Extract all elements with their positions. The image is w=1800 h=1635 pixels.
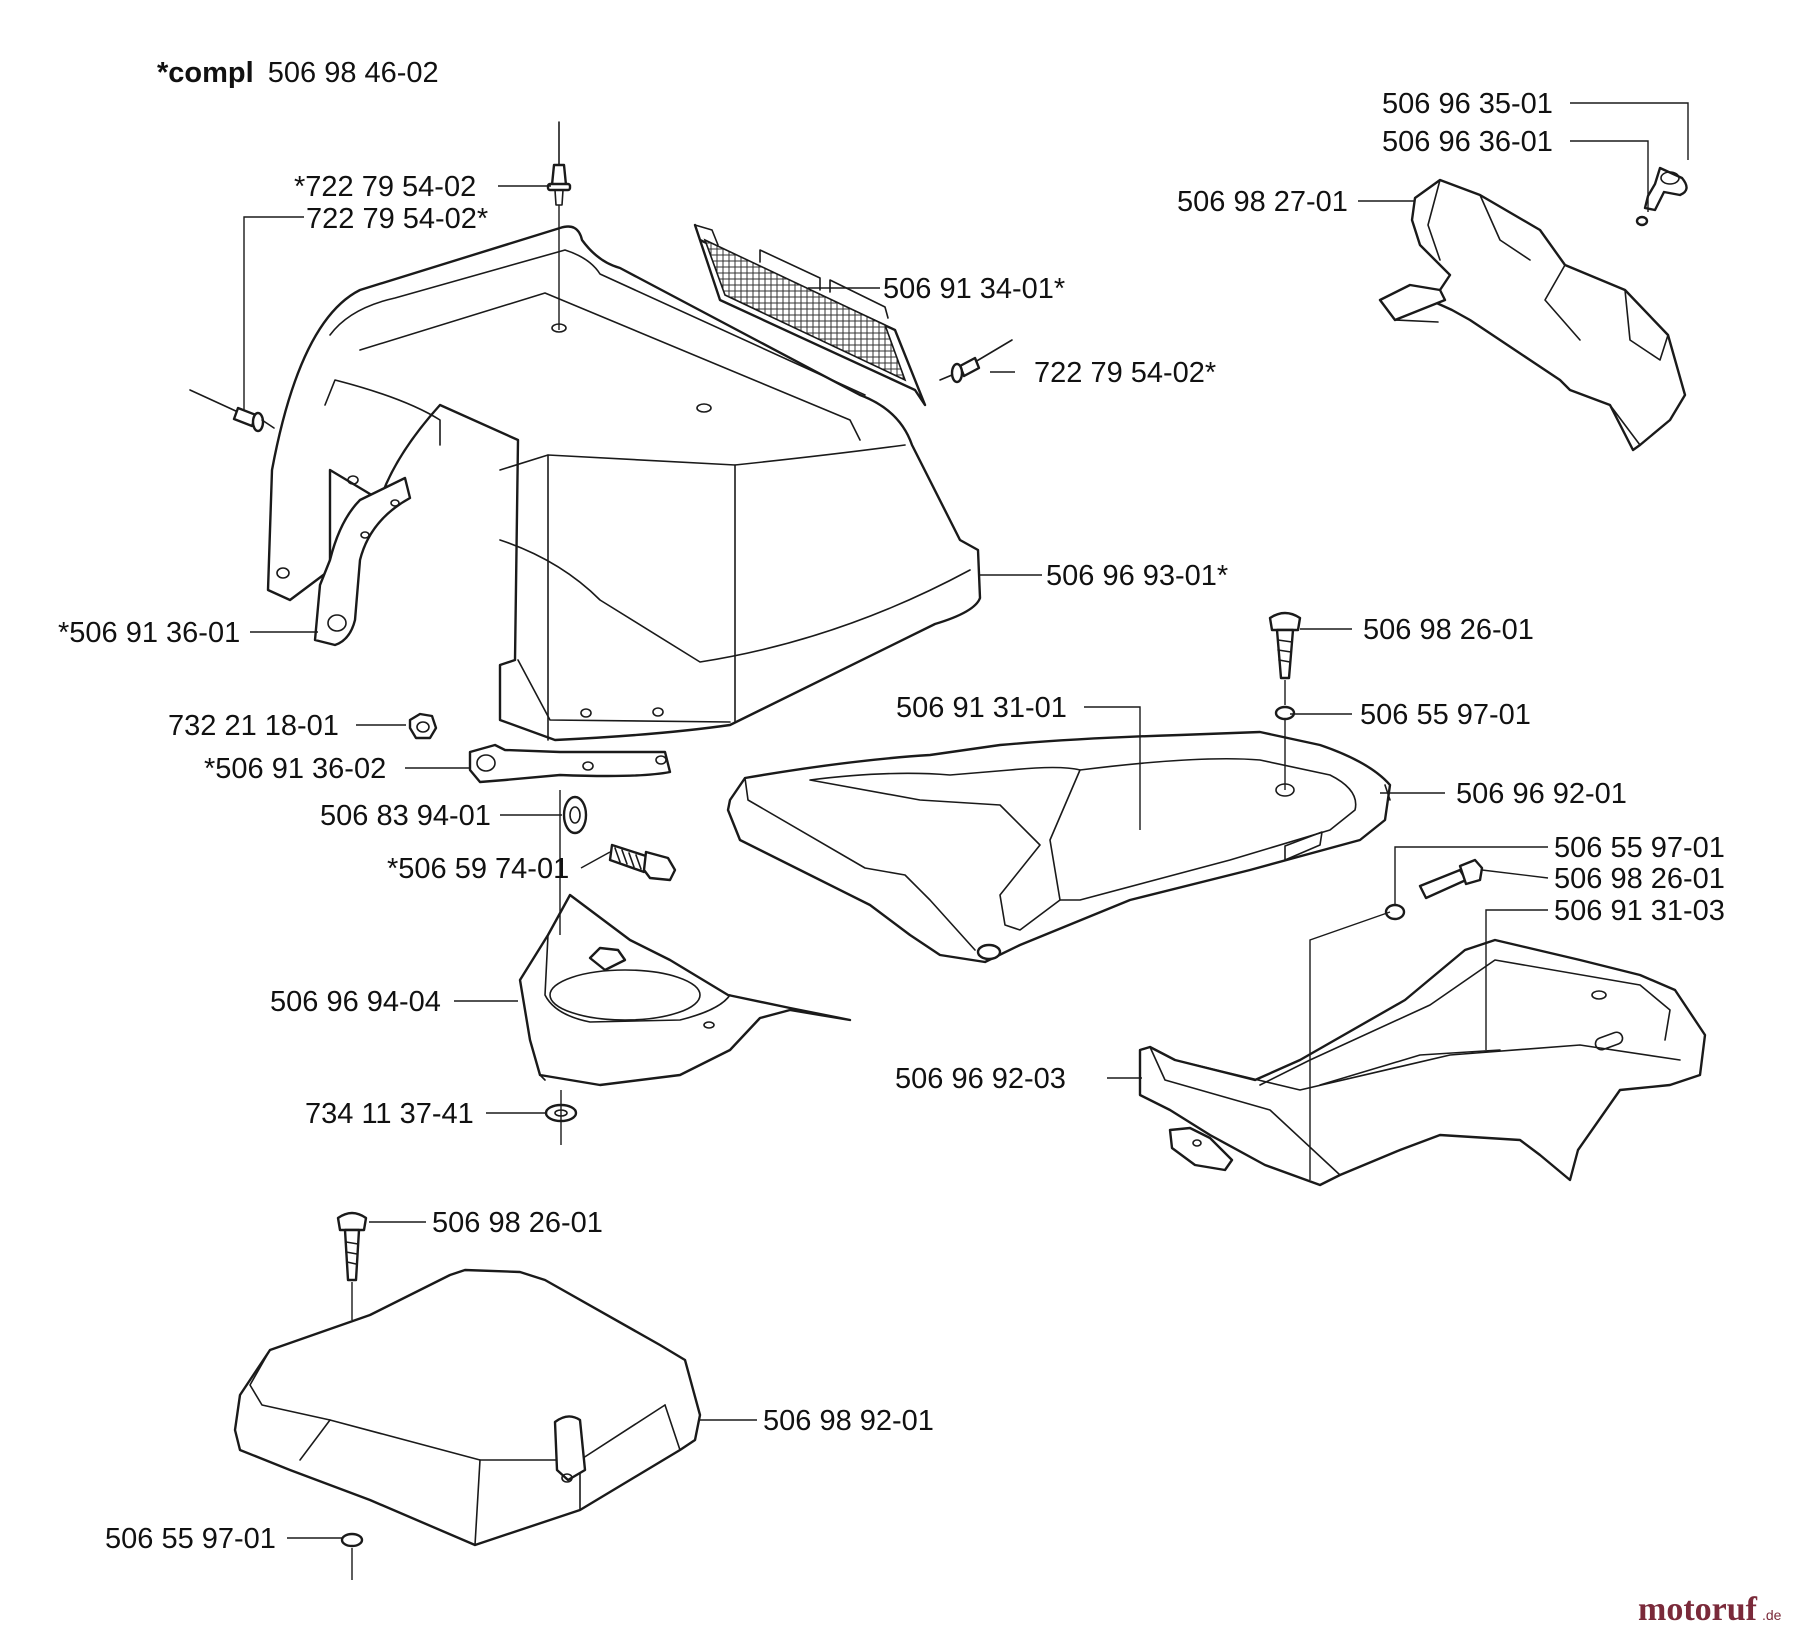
label-506-98-27-01: 506 98 27-01 (1177, 186, 1348, 218)
mount-bracket-part (313, 475, 412, 647)
label-506-96-36-01: 506 96 36-01 (1382, 126, 1553, 158)
label-722-79-54-02-left: 722 79 54-02* (306, 203, 488, 235)
label-506-91-36-02: *506 91 36-02 (204, 753, 386, 785)
label-506-96-35-01: 506 96 35-01 (1382, 88, 1553, 120)
watermark-logo: motoruf .de (1638, 1591, 1782, 1628)
label-506-98-26-01-center: 506 98 26-01 (1363, 614, 1534, 646)
rivet-top (546, 121, 572, 206)
side-panel-part (1378, 178, 1687, 452)
label-506-91-31-01: 506 91 31-01 (896, 692, 1067, 724)
bolt-part (608, 843, 677, 882)
watermark-suffix: .de (1762, 1607, 1782, 1623)
label-506-96-93-01: 506 96 93-01* (1046, 560, 1228, 592)
label-734-11-37-41: 734 11 37-41 (305, 1098, 474, 1130)
grille-part (693, 223, 927, 407)
label-506-91-34-01: 506 91 34-01* (883, 273, 1065, 305)
label-506-98-26-01-right: 506 98 26-01 (1554, 863, 1725, 895)
label-506-55-97-01-bottom: 506 55 97-01 (105, 1523, 276, 1555)
label-732-21-18-01: 732 21 18-01 (168, 710, 339, 742)
knob-part (1635, 166, 1688, 227)
watermark-main: motoruf (1638, 1591, 1758, 1628)
label-506-98-92-01: 506 98 92-01 (763, 1405, 934, 1437)
label-506-91-36-01: *506 91 36-01 (58, 617, 240, 649)
label-506-96-92-01: 506 96 92-01 (1456, 778, 1627, 810)
label-506-55-97-01-right: 506 55 97-01 (1554, 832, 1725, 864)
label-722-79-54-02-top: *722 79 54-02 (294, 171, 476, 203)
label-506-83-94-01: 506 83 94-01 (320, 800, 491, 832)
screw-bottom-part (336, 1211, 368, 1548)
screw-center-part (1268, 611, 1302, 721)
nut-part (408, 712, 438, 740)
compl-title: *compl 506 98 46-02 (157, 57, 439, 89)
part-labels: 506 96 35-01 506 96 36-01 506 98 27-01 *… (58, 88, 1725, 1555)
label-506-91-31-03: 506 91 31-03 (1554, 895, 1725, 927)
label-506-98-26-01-bottom: 506 98 26-01 (432, 1207, 603, 1239)
rivet-right (939, 339, 1013, 384)
hood-part (266, 225, 982, 742)
label-506-96-94-04: 506 96 94-04 (270, 986, 441, 1018)
compl-prefix: *compl (157, 57, 254, 89)
washer-part (562, 795, 588, 835)
bracket-strap-part (468, 743, 672, 784)
rivet-left (189, 389, 275, 433)
label-722-79-54-02-right: 722 79 54-02* (1034, 357, 1216, 389)
compl-number: 506 98 46-02 (268, 57, 439, 89)
front-bucket-part (518, 893, 852, 1087)
label-506-96-92-03: 506 96 92-03 (895, 1063, 1066, 1095)
leader-lines (243, 102, 1689, 1580)
label-506-55-97-01-center: 506 55 97-01 (1360, 699, 1531, 731)
label-506-59-74-01: *506 59 74-01 (387, 853, 569, 885)
screw-right-part (1384, 858, 1484, 921)
rear-tray-part (1138, 938, 1707, 1187)
battery-cover-part (233, 1268, 702, 1547)
seat-pan-part (726, 730, 1392, 964)
